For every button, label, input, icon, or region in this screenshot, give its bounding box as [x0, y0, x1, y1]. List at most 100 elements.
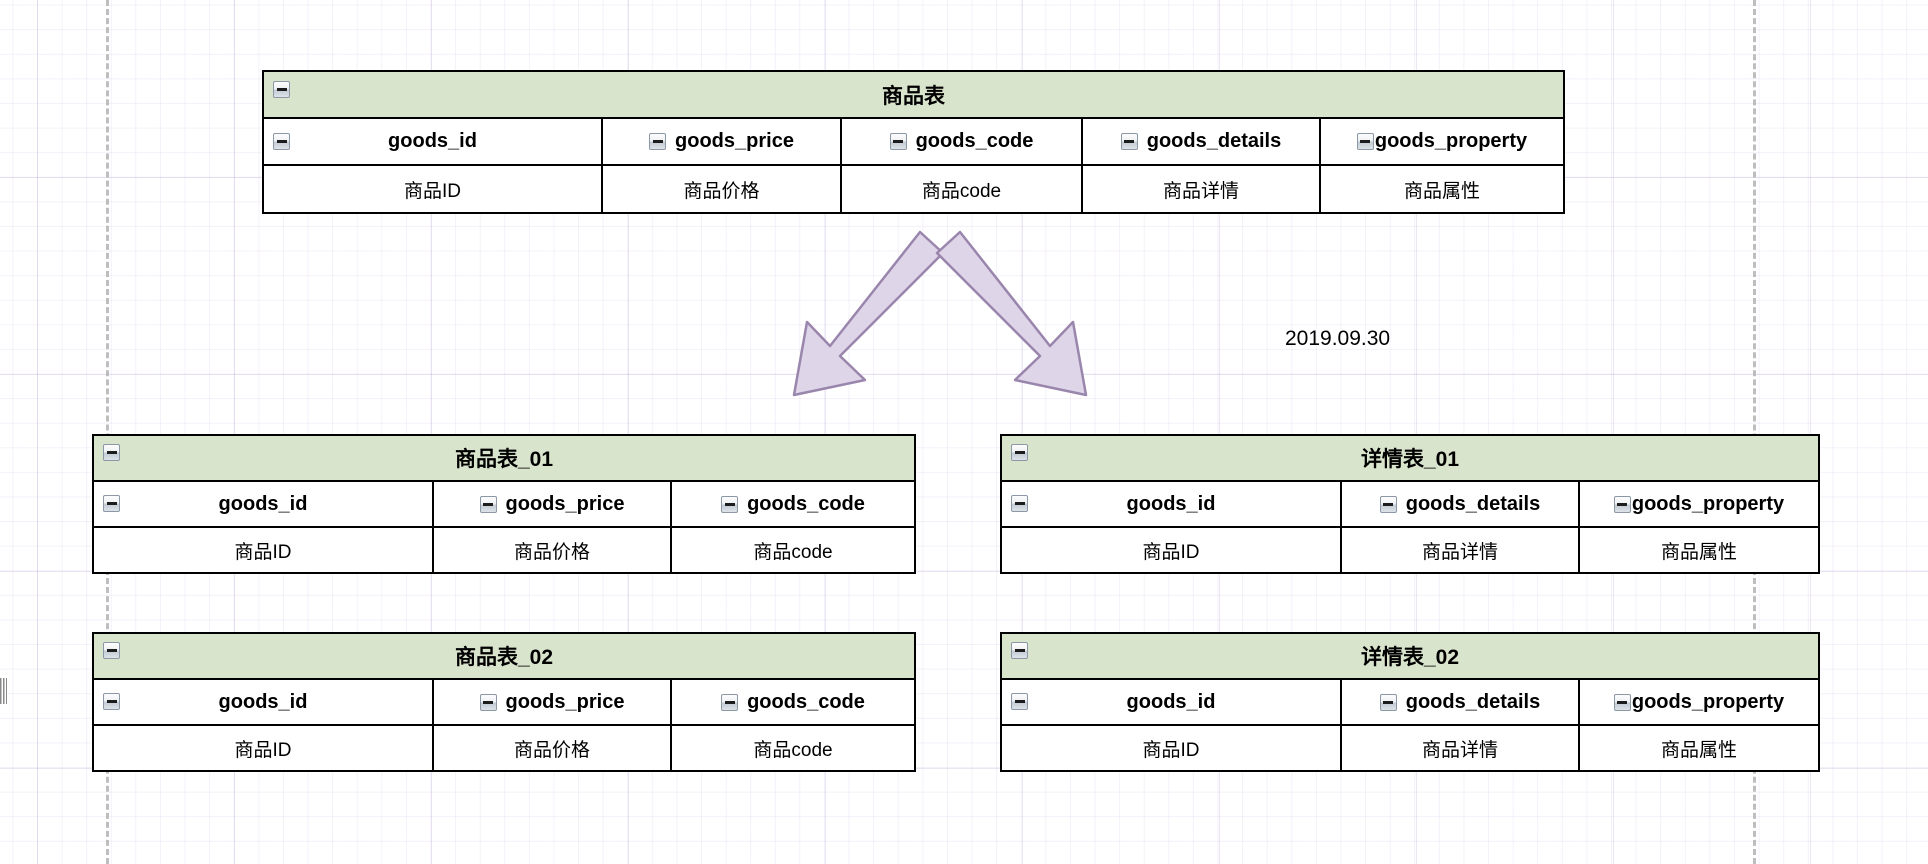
column-header-goods_code[interactable]: goods_code [672, 482, 914, 526]
er-table-column-header-row: goods_id goods_price goods_code goods_de… [264, 119, 1563, 166]
column-desc-text: 商品属性 [1660, 739, 1737, 761]
collapse-minus-icon[interactable] [103, 642, 120, 659]
column-desc-goods_id: 商品ID [94, 726, 434, 770]
column-desc-text: 商品code [921, 180, 1002, 202]
column-desc-goods_details: 商品详情 [1342, 726, 1580, 770]
er-table-details-table-01[interactable]: 详情表_01 goods_id goods_details goods_prop… [1000, 434, 1820, 574]
er-table-description-row: 商品ID 商品详情 商品属性 [1002, 528, 1818, 572]
page-break-guide-right [1753, 0, 1756, 864]
column-header-goods_code[interactable]: goods_code [672, 680, 914, 724]
er-table-title-bar: 详情表_01 [1002, 436, 1818, 482]
column-header-goods_id[interactable]: goods_id [94, 482, 434, 526]
column-desc-goods_code: 商品code [672, 726, 914, 770]
column-header-goods_property[interactable]: goods_property [1580, 680, 1818, 724]
column-header-goods_code[interactable]: goods_code [842, 119, 1083, 164]
er-table-title-bar: 商品表_01 [94, 436, 914, 482]
column-header-goods_id[interactable]: goods_id [1002, 680, 1342, 724]
collapse-minus-icon[interactable] [1011, 444, 1028, 461]
column-desc-text: 商品价格 [683, 180, 760, 202]
column-name: goods_code [747, 690, 865, 713]
column-desc-text: 商品ID [234, 739, 292, 761]
column-desc-text: 商品价格 [513, 541, 590, 563]
column-name: goods_id [218, 690, 308, 713]
collapse-minus-icon[interactable] [273, 81, 290, 98]
er-table-description-row: 商品ID 商品价格 商品code 商品详情 商品属性 [264, 166, 1563, 212]
column-header-goods_price[interactable]: goods_price [434, 482, 672, 526]
column-name: goods_id [218, 492, 308, 515]
column-name: goods_code [915, 130, 1034, 152]
collapse-minus-icon[interactable] [1613, 495, 1631, 513]
collapse-minus-icon[interactable] [721, 495, 739, 513]
column-desc-goods_details: 商品详情 [1083, 166, 1321, 212]
column-desc-text: 商品code [753, 541, 833, 563]
column-desc-goods_id: 商品ID [264, 166, 603, 212]
er-table-title: 商品表 [882, 84, 945, 108]
arrow-left-down [792, 230, 945, 397]
column-name: goods_price [505, 690, 625, 713]
er-table-column-header-row: goods_id goods_details goods_property [1002, 482, 1818, 528]
er-table-title: 详情表_01 [1360, 448, 1460, 471]
collapse-minus-icon[interactable] [103, 693, 120, 710]
column-desc-goods_id: 商品ID [1002, 528, 1342, 572]
column-desc-text: 商品详情 [1421, 541, 1498, 563]
collapse-minus-icon[interactable] [1356, 133, 1374, 150]
column-header-goods_price[interactable]: goods_price [603, 119, 842, 164]
collapse-minus-icon[interactable] [1613, 693, 1631, 711]
column-desc-goods_price: 商品价格 [603, 166, 842, 212]
collapse-minus-icon[interactable] [103, 495, 120, 512]
collapse-minus-icon[interactable] [103, 444, 120, 461]
collapse-minus-icon[interactable] [1120, 133, 1138, 150]
column-name: goods_id [1126, 492, 1216, 515]
collapse-minus-icon[interactable] [1011, 642, 1028, 659]
column-header-goods_id[interactable]: goods_id [264, 119, 603, 164]
collapse-minus-icon[interactable] [1379, 693, 1397, 711]
collapse-minus-icon[interactable] [273, 133, 290, 150]
column-name: goods_details [1405, 690, 1541, 713]
collapse-minus-icon[interactable] [721, 693, 739, 711]
er-table-title-bar: 商品表 [264, 72, 1563, 119]
er-table-goods-table-01[interactable]: 商品表_01 goods_id goods_price goods_code 商… [92, 434, 916, 574]
canvas-edge-marker[interactable] [0, 678, 7, 704]
column-desc-goods_price: 商品价格 [434, 726, 672, 770]
column-desc-goods_property: 商品属性 [1321, 166, 1563, 212]
er-table-title: 详情表_02 [1360, 646, 1460, 669]
column-name: goods_code [747, 492, 865, 515]
divergence-arrows [792, 230, 1088, 397]
column-desc-text: 商品价格 [513, 739, 590, 761]
column-header-goods_details[interactable]: goods_details [1342, 482, 1580, 526]
er-table-column-header-row: goods_id goods_price goods_code [94, 680, 914, 726]
er-table-title-bar: 详情表_02 [1002, 634, 1818, 680]
column-desc-goods_price: 商品价格 [434, 528, 672, 572]
collapse-minus-icon[interactable] [649, 133, 667, 150]
column-header-goods_property[interactable]: goods_property [1321, 119, 1563, 164]
collapse-minus-icon[interactable] [1011, 495, 1028, 512]
er-table-column-header-row: goods_id goods_details goods_property [1002, 680, 1818, 726]
column-header-goods_details[interactable]: goods_details [1342, 680, 1580, 724]
column-desc-goods_details: 商品详情 [1342, 528, 1580, 572]
er-table-details-table-02[interactable]: 详情表_02 goods_id goods_details goods_prop… [1000, 632, 1820, 772]
er-table-goods-table-02[interactable]: 商品表_02 goods_id goods_price goods_code 商… [92, 632, 916, 772]
collapse-minus-icon[interactable] [1379, 495, 1397, 513]
column-name: goods_property [1631, 492, 1785, 515]
er-table-column-header-row: goods_id goods_price goods_code [94, 482, 914, 528]
er-table-goods-table[interactable]: 商品表 goods_id goods_price goods_code good… [262, 70, 1565, 214]
column-desc-text: 商品ID [1142, 541, 1200, 563]
collapse-minus-icon[interactable] [1011, 693, 1028, 710]
column-desc-goods_code: 商品code [672, 528, 914, 572]
column-header-goods_id[interactable]: goods_id [1002, 482, 1342, 526]
column-name: goods_property [1631, 690, 1785, 713]
column-header-goods_id[interactable]: goods_id [94, 680, 434, 724]
collapse-minus-icon[interactable] [889, 133, 907, 150]
column-header-goods_price[interactable]: goods_price [434, 680, 672, 724]
column-name: goods_id [1126, 690, 1216, 713]
column-desc-text: 商品code [753, 739, 833, 761]
page-break-guide-left [106, 0, 109, 864]
column-name: goods_id [388, 130, 477, 152]
collapse-minus-icon[interactable] [479, 495, 497, 513]
column-header-goods_details[interactable]: goods_details [1083, 119, 1321, 164]
collapse-minus-icon[interactable] [479, 693, 497, 711]
column-name: goods_price [505, 492, 625, 515]
er-table-title: 商品表_01 [454, 448, 554, 471]
column-header-goods_property[interactable]: goods_property [1580, 482, 1818, 526]
